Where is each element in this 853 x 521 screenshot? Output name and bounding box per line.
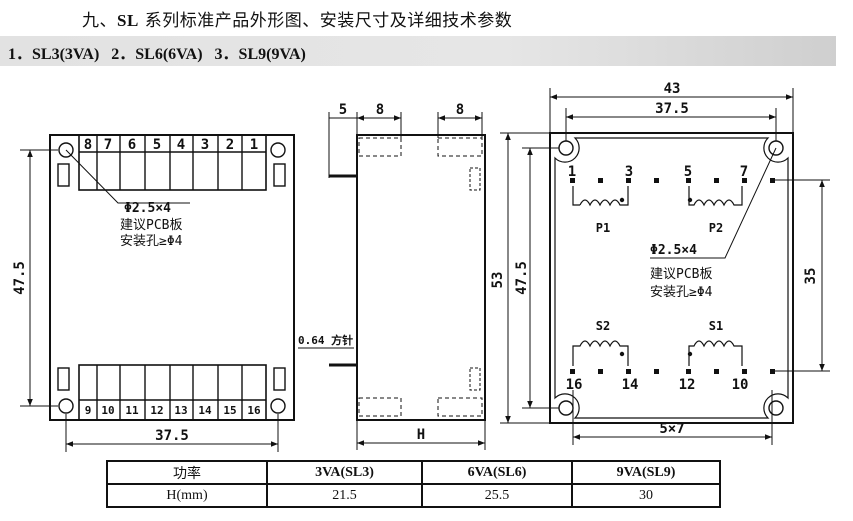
model-list: 1．SL3(3VA) 2．SL6(6VA) 3．SL9(9VA) xyxy=(8,46,306,63)
front-bottom-pin-cells xyxy=(79,365,266,420)
side-dim-h: H xyxy=(417,427,425,443)
coil-s2 xyxy=(572,340,629,366)
mount-hole xyxy=(58,142,74,158)
mount-hole xyxy=(270,142,286,158)
spec-header-cell: 9VA(SL9) xyxy=(571,460,721,485)
side-slot xyxy=(273,163,286,187)
bottom-dim-pitch: 5×7 xyxy=(659,421,684,437)
coil-label-s1: S1 xyxy=(709,319,723,333)
bottom-pin-label: 16 xyxy=(566,377,583,393)
spec-data-row: H(mm) 21.5 25.5 30 xyxy=(106,483,721,508)
bottom-pin-label: 14 xyxy=(622,377,639,393)
front-bottom-pin-label: 12 xyxy=(150,404,163,417)
front-bottom-pin-label: 16 xyxy=(247,404,261,417)
bottom-pin-label: 3 xyxy=(625,164,633,180)
bottom-note-line1: 建议PCB板 xyxy=(650,267,712,282)
spec-cell: H(mm) xyxy=(106,483,268,508)
spec-header-row: 功率 3VA(SL3) 6VA(SL6) 9VA(SL9) xyxy=(106,460,721,485)
side-dim-left-width: 8 xyxy=(376,102,384,118)
mount-hole xyxy=(558,400,574,416)
front-bottom-pin-label: 11 xyxy=(125,404,139,417)
side-body xyxy=(356,134,486,421)
mount-hole xyxy=(58,398,74,414)
front-bottom-pin-label: 15 xyxy=(223,404,236,417)
section-heading: 九、SL 系列标准产品外形图、安装尺寸及详细技术参数 xyxy=(82,6,512,31)
front-bottom-pin-label: 13 xyxy=(174,404,187,417)
front-dim-height: 47.5 xyxy=(12,261,28,295)
side-view: 5 8 8 0.64 方针 H xyxy=(298,102,486,450)
front-bottom-pin-label: 9 xyxy=(85,404,92,417)
spec-table: 功率 3VA(SL3) 6VA(SL6) 9VA(SL9) H(mm) 21.5… xyxy=(106,460,721,508)
front-top-pin-cells xyxy=(79,135,266,190)
bottom-pin-label: 1 xyxy=(568,164,576,180)
bottom-hole-note: Φ2.5×4 xyxy=(650,243,697,258)
bottom-dim-inner-width: 37.5 xyxy=(655,101,689,117)
pin-note: 0.64 方针 xyxy=(298,333,353,347)
front-top-pin-label: 5 xyxy=(153,137,161,153)
front-top-pin-label: 7 xyxy=(104,137,112,153)
bottom-pin-row-top xyxy=(570,178,775,374)
heading-series: SL xyxy=(117,11,139,30)
front-dim-width: 37.5 xyxy=(155,428,189,444)
front-view: 8 7 6 5 4 3 2 1 9 10 11 12 13 14 15 16 xyxy=(12,134,295,452)
front-bottom-terminal-block xyxy=(78,364,267,421)
mount-hole xyxy=(558,140,574,156)
bottom-pin-label: 10 xyxy=(732,377,749,393)
bottom-dim-pin-spacing: 35 xyxy=(803,268,819,285)
side-dim-offset: 5 xyxy=(339,102,347,118)
bottom-view: 1 3 5 7 16 14 12 10 P1 P2 S2 S1 Φ2.5×4 建… xyxy=(490,81,830,445)
front-bottom-pin-label: 10 xyxy=(101,404,114,417)
front-top-pin-label: 2 xyxy=(226,137,234,153)
spec-header-cell: 功率 xyxy=(106,460,268,485)
spec-cell: 21.5 xyxy=(266,483,423,508)
bottom-inner-outline xyxy=(554,137,789,419)
bottom-pin-label: 12 xyxy=(679,377,696,393)
hole-leader-line xyxy=(650,147,777,259)
bottom-dim-outer-width: 43 xyxy=(664,81,681,97)
coil-s1 xyxy=(688,340,743,366)
front-top-pin-label: 6 xyxy=(128,137,136,153)
front-note-line2: 安装孔≥Φ4 xyxy=(120,234,183,249)
spec-cell: 30 xyxy=(571,483,721,508)
bottom-pin-label: 5 xyxy=(684,164,692,180)
spec-header-cell: 6VA(SL6) xyxy=(421,460,573,485)
heading-rest: 系列标准产品外形图、安装尺寸及详细技术参数 xyxy=(138,11,513,31)
coil-p1 xyxy=(572,186,629,207)
front-top-terminal-block xyxy=(78,134,267,191)
side-slot xyxy=(273,367,286,391)
model-band xyxy=(0,36,836,66)
side-dim-right-width: 8 xyxy=(456,102,464,118)
coil-p2 xyxy=(688,186,743,207)
side-slot xyxy=(57,163,70,187)
coil-label-s2: S2 xyxy=(596,319,610,333)
spec-cell: 25.5 xyxy=(421,483,573,508)
front-note-line1: 建议PCB板 xyxy=(120,218,182,233)
front-top-pin-label: 1 xyxy=(250,137,258,153)
mount-hole xyxy=(270,398,286,414)
side-slot xyxy=(57,367,70,391)
spec-header-cell: 3VA(SL3) xyxy=(266,460,423,485)
front-body xyxy=(49,134,295,421)
front-hole-note: Φ2.5×4 xyxy=(124,201,171,216)
hole-leader-line xyxy=(65,149,190,204)
coil-label-p1: P1 xyxy=(596,221,610,235)
front-bottom-pin-label: 14 xyxy=(198,404,212,417)
bottom-dim-height-outer: 53 xyxy=(490,272,506,289)
bottom-pin-label: 7 xyxy=(740,164,748,180)
front-top-pin-label: 3 xyxy=(201,137,209,153)
bottom-note-line2: 安装孔≥Φ4 xyxy=(650,285,713,300)
mount-hole xyxy=(768,400,784,416)
heading-prefix: 九、 xyxy=(82,11,117,31)
front-top-pin-label: 8 xyxy=(84,137,92,153)
front-top-pin-label: 4 xyxy=(177,137,185,153)
bottom-dim-height-inner: 47.5 xyxy=(514,261,530,295)
bottom-body xyxy=(549,132,794,424)
coil-label-p2: P2 xyxy=(709,221,723,235)
